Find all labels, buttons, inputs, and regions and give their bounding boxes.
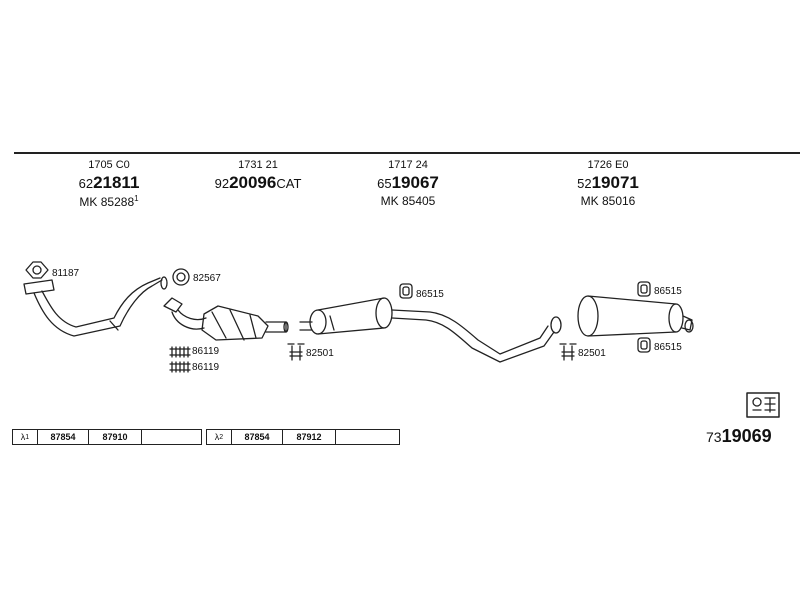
- label-86119: 86119: [192, 362, 220, 373]
- hanger-86515-icon[interactable]: [399, 283, 413, 299]
- centre-silencer-icon[interactable]: [299, 297, 562, 363]
- part-number: 9220096CAT: [214, 173, 302, 192]
- clamp-82501-icon[interactable]: [287, 343, 305, 361]
- lambda-part-c: [336, 430, 399, 444]
- label-81187: 81187: [52, 268, 80, 279]
- ring-82567-icon[interactable]: [172, 268, 190, 286]
- part-ref: 1726 E0: [587, 159, 629, 171]
- label-86119: 86119: [192, 346, 220, 357]
- part-mk: MK 85016: [580, 194, 636, 208]
- part-ref: 1731 21: [238, 159, 278, 171]
- part-number: 6221811: [78, 173, 140, 192]
- mounting-kit-icon[interactable]: [746, 392, 780, 418]
- lambda-part-c: [142, 430, 201, 444]
- label-82567: 82567: [193, 273, 221, 284]
- label-86515: 86515: [654, 342, 682, 353]
- header-rule: [14, 152, 800, 154]
- gasket-81187-icon[interactable]: [25, 261, 49, 279]
- part-number: 5219071: [577, 173, 639, 192]
- part-ref: 1717 24: [388, 159, 428, 171]
- lambda-part-a: 87854: [38, 430, 89, 444]
- label-82501: 82501: [306, 348, 334, 359]
- part-block-3[interactable]: 1717 24 6519067 MK 85405: [360, 159, 456, 208]
- clamp-82501-icon[interactable]: [559, 343, 577, 361]
- rear-silencer-icon[interactable]: [577, 295, 694, 337]
- clamp-86119-icon[interactable]: [169, 346, 191, 373]
- lambda-part-a: 87854: [232, 430, 283, 444]
- part-mk: MK 852881: [79, 194, 139, 209]
- label-86515: 86515: [416, 289, 444, 300]
- front-pipe-icon[interactable]: [23, 276, 168, 337]
- diagram-number: 7319069: [706, 426, 772, 446]
- lambda-part-b: 87910: [89, 430, 142, 444]
- part-block-2[interactable]: 1731 21 9220096CAT: [198, 160, 318, 192]
- part-number: 6519067: [377, 173, 439, 192]
- label-82501: 82501: [578, 348, 606, 359]
- hanger-86515-icon[interactable]: [637, 281, 651, 297]
- hanger-86515-icon[interactable]: [637, 337, 651, 353]
- part-mk: MK 85405: [380, 194, 436, 208]
- lambda-part-b: 87912: [283, 430, 336, 444]
- part-block-1[interactable]: 1705 C0 6221811 MK 852881: [64, 159, 154, 209]
- catalytic-converter-icon[interactable]: [163, 297, 289, 341]
- label-86515: 86515: [654, 286, 682, 297]
- part-ref: 1705 C0: [88, 159, 130, 171]
- part-block-4[interactable]: 1726 E0 5219071 MK 85016: [560, 159, 656, 208]
